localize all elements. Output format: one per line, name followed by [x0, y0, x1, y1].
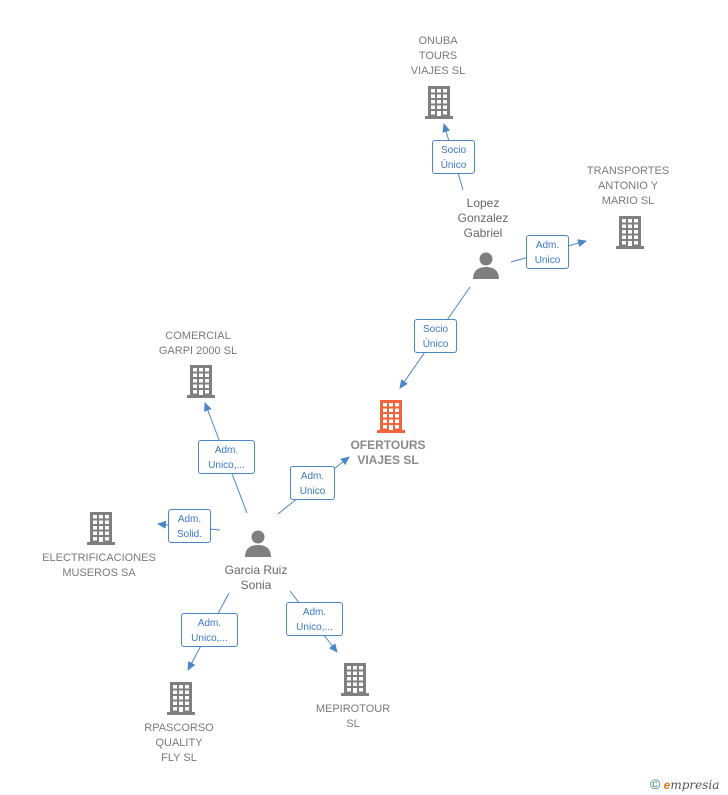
building-icon[interactable]: [339, 661, 371, 702]
edge-label-garcia-rpascorso[interactable]: Adm. Unico,...: [181, 613, 238, 647]
edge-label-garcia-comercial[interactable]: Adm. Unico,...: [198, 440, 255, 474]
building-icon[interactable]: [165, 680, 197, 721]
empresia-brand[interactable]: © empresia: [650, 776, 719, 792]
node-label-electrificaciones[interactable]: ELECTRIFICACIONES MUSEROS SA: [42, 552, 156, 579]
building-icon[interactable]: [614, 214, 646, 255]
brand-initial: e: [663, 778, 671, 792]
copyright-icon: ©: [650, 776, 661, 792]
person-icon[interactable]: [471, 250, 501, 285]
node-label-transportes[interactable]: TRANSPORTES ANTONIO Y MARIO SL: [586, 165, 670, 207]
node-label-rpascorso[interactable]: RPASCORSO QUALITY FLY SL: [144, 722, 214, 764]
node-label-lopez[interactable]: Lopez Gonzalez Gabriel: [457, 196, 509, 240]
building-icon[interactable]: [185, 363, 217, 404]
edge-label-garcia-mepirotour[interactable]: Adm. Unico,...: [286, 602, 343, 636]
edge-label-lopez-onuba[interactable]: Socio Único: [432, 140, 475, 174]
node-label-comercial[interactable]: COMERCIAL GARPI 2000 SL: [158, 330, 238, 357]
building-icon[interactable]: [423, 84, 455, 125]
node-label-mepirotour[interactable]: MEPIROTOUR SL: [315, 703, 391, 730]
person-icon[interactable]: [243, 528, 273, 563]
edge-label-lopez-transportes[interactable]: Adm. Unico: [526, 235, 569, 269]
edge-label-lopez-ofertours[interactable]: Socio Único: [414, 319, 457, 353]
building-icon[interactable]: [375, 398, 407, 439]
brand-name: mpresia: [670, 778, 720, 792]
node-label-onuba[interactable]: ONUBA TOURS VIAJES SL: [410, 35, 466, 77]
edge-label-garcia-electrificaciones[interactable]: Adm. Solid.: [168, 509, 211, 543]
edge-label-garcia-ofertours[interactable]: Adm. Unico: [290, 466, 335, 500]
building-icon[interactable]: [85, 510, 117, 551]
node-label-garcia[interactable]: Garcia Ruiz Sonia: [224, 563, 288, 592]
node-label-ofertours[interactable]: OFERTOURS VIAJES SL: [350, 438, 426, 467]
